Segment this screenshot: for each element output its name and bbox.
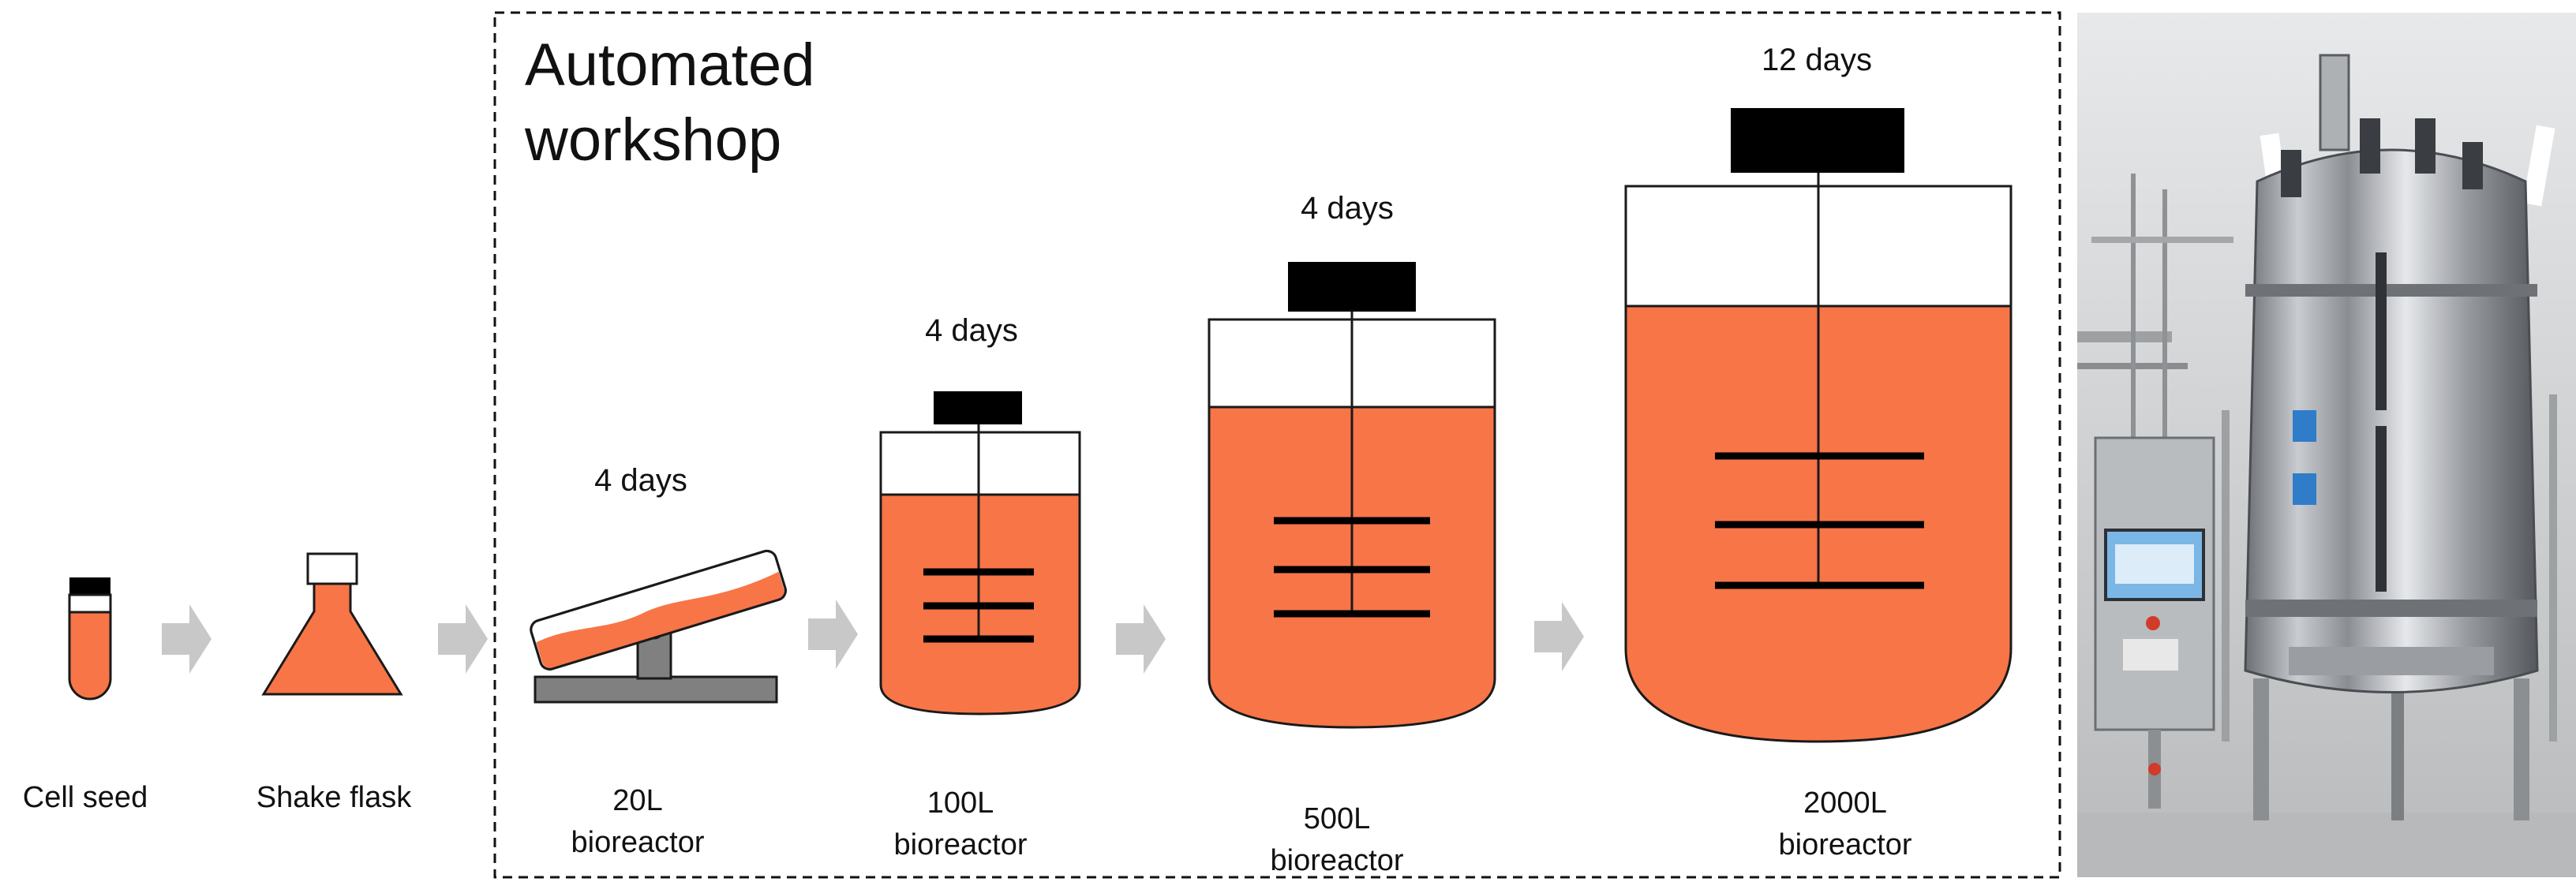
vessel-outline	[879, 431, 1081, 716]
reactor-100l-duration: 4 days	[925, 313, 1018, 348]
test-tube-icon	[68, 577, 112, 701]
arrow-right-icon	[162, 604, 212, 674]
reactor-2000l-volume: 2000L	[1803, 787, 1887, 820]
arrow-right-icon	[1534, 602, 1584, 671]
vessel-outline	[1208, 318, 1496, 729]
reactor-100l-type: bioreactor	[894, 828, 1028, 861]
arrow-right-icon	[438, 604, 488, 674]
reactor-100l-volume: 100L	[927, 787, 994, 820]
tube-neck	[68, 593, 112, 614]
rocker-base	[534, 675, 778, 704]
arrow-right-icon	[808, 600, 858, 669]
tube-body	[68, 611, 112, 701]
motor-block	[934, 391, 1022, 424]
bioreactor-icon	[1624, 108, 2012, 743]
reactor-500l-duration: 4 days	[1301, 191, 1394, 226]
reactor-20l-duration: 4 days	[594, 463, 687, 498]
flask-neck	[306, 552, 358, 585]
erlenmeyer-flask-icon	[261, 552, 403, 696]
vessel-outline	[1624, 185, 2012, 743]
rocking-bag-culture	[536, 571, 784, 669]
bioreactor-icon	[879, 391, 1081, 716]
workshop-title-line2: workshop	[524, 106, 781, 174]
motor-block	[1288, 262, 1416, 312]
workshop-title-line1: Automated	[525, 32, 815, 99]
vessel-headspace	[881, 432, 1080, 495]
cell-seed-label: Cell seed	[23, 781, 148, 814]
rocking-bag-icon	[530, 549, 787, 704]
motor-block	[1731, 108, 1904, 173]
reactor-500l-type: bioreactor	[1271, 844, 1404, 877]
bioreactor-photo	[2077, 13, 2576, 877]
tube-cap	[69, 577, 110, 595]
bioreactor-icon	[1208, 262, 1496, 729]
vessel-legs	[2253, 678, 2269, 820]
arrow-right-icon	[1116, 604, 1166, 674]
flask-body	[261, 582, 403, 696]
reactor-2000l-duration: 12 days	[1762, 43, 1872, 77]
reactor-500l-volume: 500L	[1304, 802, 1371, 835]
reactor-20l-volume: 20L	[612, 784, 662, 817]
reactor-20l-type: bioreactor	[571, 826, 705, 859]
automated-workshop-frame	[493, 11, 2061, 879]
reactor-2000l-type: bioreactor	[1779, 828, 1912, 861]
shake-flask-label: Shake flask	[256, 781, 412, 814]
